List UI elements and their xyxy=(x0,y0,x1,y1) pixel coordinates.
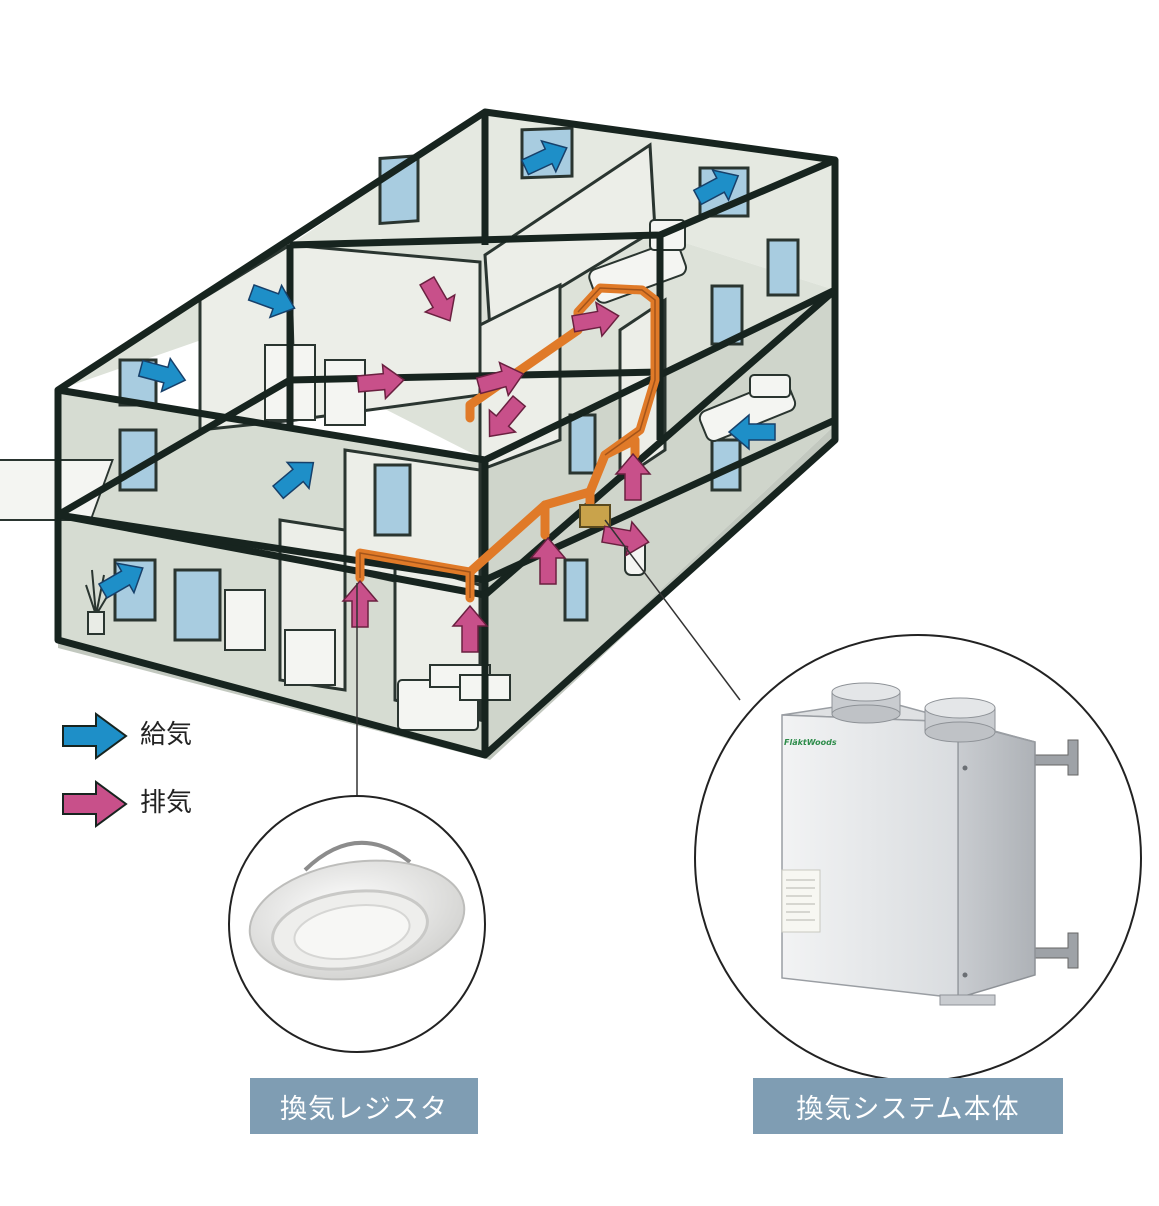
exhaust-arrow-icon xyxy=(62,780,128,828)
central-unit xyxy=(579,504,611,528)
unit-brand-logo: FläktWoods xyxy=(784,738,837,747)
register-handle xyxy=(303,840,412,872)
back-wall xyxy=(290,112,835,290)
register-callout xyxy=(228,795,486,1053)
exhaust-arrows xyxy=(341,275,652,653)
unit-front-panel xyxy=(781,714,959,999)
plant-decoration xyxy=(85,569,109,635)
duct-outlines xyxy=(359,287,656,598)
legend xyxy=(62,712,128,828)
legend-exhaust-label: 排気 xyxy=(140,788,193,818)
building-cutaway xyxy=(0,108,839,760)
supply-arrow-icon xyxy=(62,712,128,760)
unit-callout xyxy=(694,634,1142,1082)
furniture xyxy=(0,219,797,731)
legend-supply-label: 給気 xyxy=(140,720,193,750)
unit-side-panel xyxy=(957,721,1036,1000)
unit-ports xyxy=(831,682,996,1006)
register-caption: 換気レジスタ xyxy=(250,1078,478,1134)
unit-caption: 換気システム本体 xyxy=(753,1078,1063,1134)
unit-callout-line xyxy=(604,519,741,701)
building-frame xyxy=(54,108,839,759)
supply-arrows xyxy=(97,139,776,599)
unit-spec-sticker xyxy=(781,869,821,933)
